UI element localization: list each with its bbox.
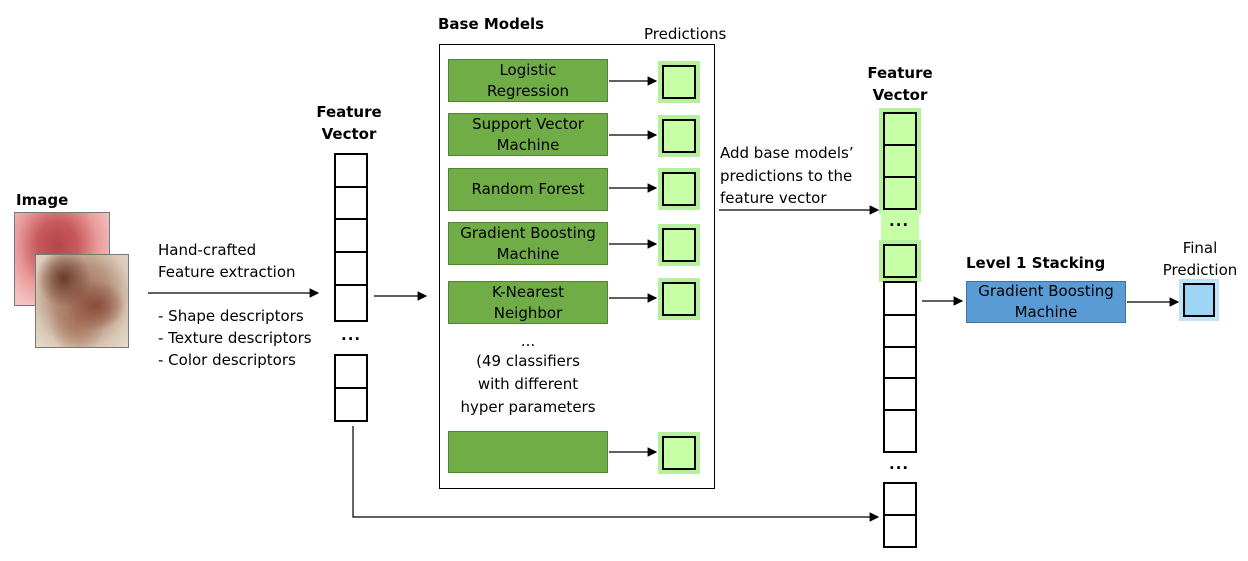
feature-vector-2-tail: [883, 482, 917, 548]
feature-vector-2-ellipsis-band: [881, 210, 919, 244]
stacking-title: Level 1 Stacking: [966, 254, 1106, 272]
feature-vector-1-ellipsis: ...: [341, 326, 362, 344]
add-predictions-line2: predictions to the: [720, 167, 853, 185]
feature-vector-1-title-line2: Vector: [321, 125, 377, 143]
prediction-box-4: [662, 228, 696, 262]
final-line2: Prediction: [1162, 261, 1238, 279]
image-title: Image: [16, 191, 69, 209]
add-predictions-line1: Add base models’: [720, 144, 854, 162]
models-note-line3: hyper parameters: [460, 398, 596, 416]
model-5-line2: Neighbor: [493, 303, 563, 322]
model-1-line1: Logistic: [499, 60, 557, 79]
model-unnamed: [448, 431, 608, 473]
base-models-title: Base Models: [438, 15, 545, 33]
extraction-line2: Feature extraction: [158, 263, 296, 281]
models-note-line2: with different: [477, 375, 579, 393]
prediction-box-3: [662, 172, 696, 206]
model-4-line2: Machine: [496, 244, 560, 263]
feature-vector-2-ellipsis-top: ...: [889, 212, 910, 230]
add-predictions-line3: feature vector: [720, 189, 827, 207]
feature-vector-1-bottom: [334, 354, 368, 422]
predictions-label: Predictions: [644, 25, 727, 43]
final-line1: Final: [1182, 239, 1218, 257]
final-prediction-box: [1183, 283, 1215, 317]
model-2-line1: Support Vector: [472, 114, 584, 133]
feature-vector-1-title-line1: Feature: [316, 103, 382, 121]
arrow-vector-bypass: [352, 426, 880, 522]
descriptor-shape: - Shape descriptors: [158, 307, 304, 325]
lesion-image-front: [35, 254, 129, 348]
feature-vector-2-features: [883, 281, 917, 453]
prediction-box-2: [662, 119, 696, 153]
feature-vector-2-title-line2: Vector: [872, 86, 928, 104]
extraction-line1: Hand-crafted: [158, 241, 257, 259]
prediction-box-5: [662, 282, 696, 316]
prediction-box-1: [662, 65, 696, 99]
model-random-forest: Random Forest: [448, 168, 608, 211]
feature-vector-2-pred-bottom: [883, 244, 917, 278]
feature-vector-1-top: [334, 153, 368, 322]
models-note-line1: (49 classifiers: [476, 352, 580, 370]
stacking-box-line2: Machine: [1014, 303, 1078, 321]
stacking-box-line1: Gradient Boosting: [978, 282, 1114, 300]
model-4-line1: Gradient Boosting: [460, 223, 596, 242]
descriptor-color: - Color descriptors: [158, 351, 296, 369]
feature-vector-2-title-line1: Feature: [867, 64, 933, 82]
model-3-line1: Random Forest: [471, 180, 585, 198]
models-ellipsis: ...: [520, 332, 536, 350]
base-models-container: [439, 44, 715, 489]
model-2-line2: Machine: [496, 135, 560, 154]
feature-vector-2-pred-top: [883, 112, 917, 210]
descriptor-texture: - Texture descriptors: [158, 329, 312, 347]
model-5-line1: K-Nearest: [491, 282, 565, 301]
model-1-line2: Regression: [486, 81, 570, 100]
prediction-box-6: [662, 436, 696, 470]
feature-vector-2-ellipsis-bottom: ...: [889, 455, 910, 473]
